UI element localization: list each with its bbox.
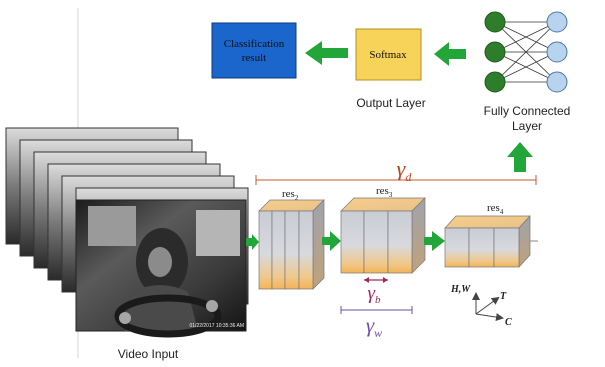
gamma-w-symbol: γw: [366, 313, 382, 340]
axis-label-t: T: [500, 291, 507, 302]
classification-label-line2: result: [242, 52, 266, 64]
arrow-video-to-res2: [246, 234, 259, 250]
video-input-label: Video Input: [118, 347, 179, 361]
gamma-d-span: γd: [255, 156, 537, 185]
gamma-b-symbol: γb: [368, 283, 382, 306]
fully-connected-network: [484, 11, 568, 93]
softmax-label: Softmax: [369, 49, 407, 61]
arrow-res2-to-res3: [322, 231, 341, 251]
gamma-d-symbol: γd: [397, 156, 413, 184]
gamma-w-span: γw: [340, 306, 413, 340]
arrow-fc-to-softmax: [434, 42, 466, 66]
fc-neuron-output: [546, 71, 568, 93]
axes-indicator: H,W T C: [450, 284, 512, 328]
res4-label: res4: [487, 202, 504, 216]
classification-box: Classification result: [211, 22, 297, 79]
steering-wheel: [114, 294, 222, 338]
driver-body: [125, 285, 198, 331]
fc-neuron-output: [546, 11, 568, 33]
arrow-softmax-to-classification: [305, 41, 348, 65]
video-timestamp: 01/22/2017 10:35:36 AM: [190, 323, 245, 329]
driver-head: [148, 247, 172, 277]
res4-block: res4: [444, 202, 538, 268]
fc-neuron-input: [484, 71, 506, 93]
fc-label-line2: Layer: [512, 119, 542, 133]
video-frame-stack: 01/22/2017 10:35:36 AM: [5, 127, 249, 338]
axis-label-hw: H,W: [450, 284, 471, 295]
softmax-box: Softmax: [355, 28, 422, 81]
res3-label: res3: [376, 185, 393, 199]
fc-neuron-output: [546, 41, 568, 63]
video-frame-main: 01/22/2017 10:35:36 AM: [75, 199, 247, 338]
fc-neuron-input: [484, 41, 506, 63]
arrow-up-to-fc: [507, 142, 533, 172]
fc-label-line1: Fully Connected: [484, 104, 571, 118]
res3-block: res3: [340, 185, 426, 274]
res2-label: res2: [282, 188, 299, 202]
gamma-b-span: γb: [364, 277, 388, 306]
axis-label-c: C: [505, 317, 512, 328]
classification-label-line1: Classification: [224, 38, 285, 50]
output-layer-label: Output Layer: [356, 96, 425, 110]
res2-block: res2: [258, 188, 325, 290]
fc-neuron-input: [484, 11, 506, 33]
arrow-res3-to-res4: [424, 231, 445, 251]
